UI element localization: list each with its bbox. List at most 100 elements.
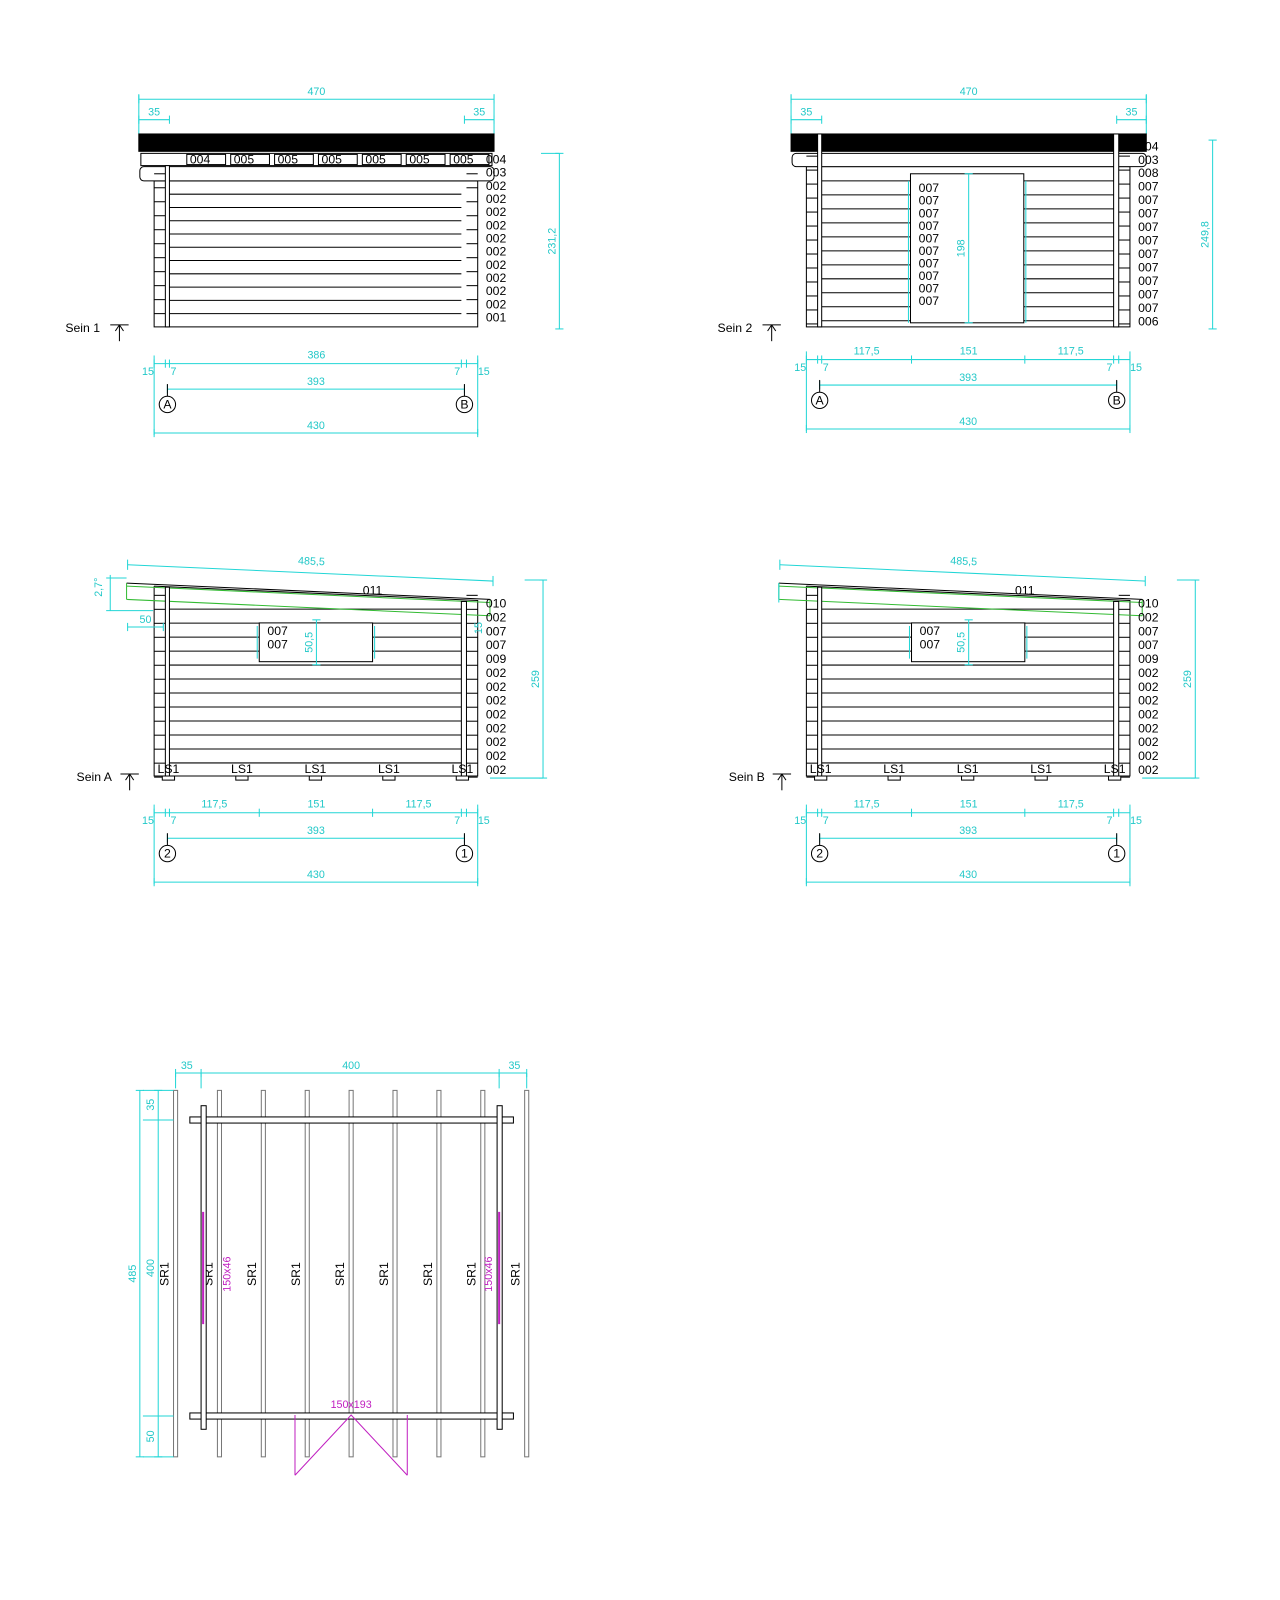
ridge-label: 011 <box>1015 583 1035 597</box>
part-label: 002 <box>486 232 507 246</box>
roof-top-line <box>778 582 1143 600</box>
foot-label: LS1 <box>1030 762 1052 776</box>
part-label: 009 <box>1138 652 1159 666</box>
axis-marker <box>810 391 829 410</box>
part-label: 007 <box>1138 288 1159 302</box>
foot-label: LS1 <box>452 762 474 776</box>
roof-underside-line <box>778 598 1143 617</box>
door-size-label: 150x193 <box>331 1399 372 1411</box>
part-label: 002 <box>486 192 507 206</box>
roof-board-line <box>778 585 1143 603</box>
roof-board-line <box>126 585 490 603</box>
foundation-foot <box>382 775 396 781</box>
part-label: 002 <box>1138 707 1159 721</box>
dim-axis-label: 393 <box>307 825 325 837</box>
dim-roof-length-line <box>127 564 494 582</box>
foundation-foot <box>1034 775 1048 781</box>
axis-label: A <box>816 393 825 407</box>
dim-seg-mid: 151 <box>307 799 325 811</box>
part-label: 002 <box>486 179 507 193</box>
dim-roof-length: 485,5 <box>298 555 325 568</box>
fascia-board <box>139 166 495 182</box>
top-rail <box>189 1116 514 1124</box>
beam-label: SR1 <box>333 1262 347 1286</box>
foot-label: LS1 <box>810 762 832 776</box>
dim-overhang-front-label: 50 <box>140 614 152 626</box>
wall-outline <box>153 585 479 777</box>
part-label: 007 <box>1138 234 1159 248</box>
beam-label: SR1 <box>509 1262 523 1286</box>
part-label: 008 <box>1138 166 1159 180</box>
part-label: 003 <box>1138 153 1159 167</box>
roof-board-label: 005 <box>453 153 474 167</box>
foot-label: LS1 <box>1104 762 1126 776</box>
dim-edge-right: 15 <box>1130 815 1142 827</box>
roof-slab <box>138 133 495 152</box>
dim-post-right: 7 <box>454 815 460 827</box>
dim-overhang-back: 35 <box>145 1099 157 1111</box>
floor-beam <box>216 1089 223 1458</box>
roof-board <box>449 153 490 166</box>
dim-post-right: 7 <box>1107 362 1113 374</box>
part-label: 002 <box>1138 763 1159 777</box>
dim-total-width-label: 470 <box>960 86 978 98</box>
door-part-label: 007 <box>919 244 940 258</box>
dim-overhang-left-label: 35 <box>800 107 812 119</box>
view-title: Sein 2 <box>718 321 753 335</box>
part-label: 010 <box>486 597 507 611</box>
window-part-label: 007 <box>920 624 941 638</box>
section-arrow-icon <box>119 324 124 332</box>
foundation-foot <box>1108 775 1122 781</box>
roof-board-label: 005 <box>409 153 430 167</box>
dim-inner: 386 <box>307 350 325 362</box>
foot-label: LS1 <box>957 762 979 776</box>
roof-boards <box>140 152 493 167</box>
dim-post-right: 7 <box>1107 815 1113 827</box>
part-label: 002 <box>1138 721 1159 735</box>
dim-post-right: 7 <box>454 366 460 378</box>
door-part-label: 007 <box>919 231 940 245</box>
part-label: 002 <box>486 284 507 298</box>
part-label: 002 <box>486 218 507 232</box>
axis-marker <box>810 844 829 863</box>
ridge-label: 011 <box>363 583 383 597</box>
dim-seg-right: 117,5 <box>1058 799 1084 811</box>
dim-overhang-left: 35 <box>181 1060 193 1072</box>
floor-beam <box>480 1089 486 1458</box>
dim-depth: 400 <box>145 1259 157 1277</box>
dim-base-label: 430 <box>307 869 325 881</box>
floor-beam <box>348 1089 354 1458</box>
window-part-label: 007 <box>267 624 288 638</box>
corner-post <box>1113 600 1120 779</box>
part-label: 002 <box>1138 735 1159 749</box>
corner-post <box>817 133 823 328</box>
beam-label: SR1 <box>289 1262 303 1286</box>
foundation-foot <box>814 775 828 781</box>
part-label: 004 <box>486 153 507 167</box>
window-part-label: 007 <box>920 637 941 651</box>
dim-post-left: 7 <box>171 815 177 827</box>
roof-board <box>274 153 314 166</box>
beam-label: SR1 <box>465 1262 479 1286</box>
foundation-foot <box>961 775 975 781</box>
section-arrow-icon <box>777 773 783 781</box>
beam-label: SR1 <box>157 1262 171 1286</box>
foot-label: LS1 <box>883 762 905 776</box>
part-label: 002 <box>486 297 507 311</box>
axis-marker <box>1108 391 1126 410</box>
dim-seg-mid: 151 <box>960 345 978 357</box>
dim-seg-mid: 151 <box>960 799 978 811</box>
part-label: 007 <box>1138 261 1159 275</box>
dim-window-height-label: 50,5 <box>956 632 968 653</box>
wall-outline <box>805 585 1131 777</box>
part-label: 007 <box>1138 624 1159 638</box>
dim-height-label: 231,2 <box>546 228 558 255</box>
roof-board-label: 004 <box>190 153 211 167</box>
part-label: 009 <box>486 652 507 666</box>
corner-post <box>164 165 170 328</box>
axis-marker <box>158 844 177 863</box>
